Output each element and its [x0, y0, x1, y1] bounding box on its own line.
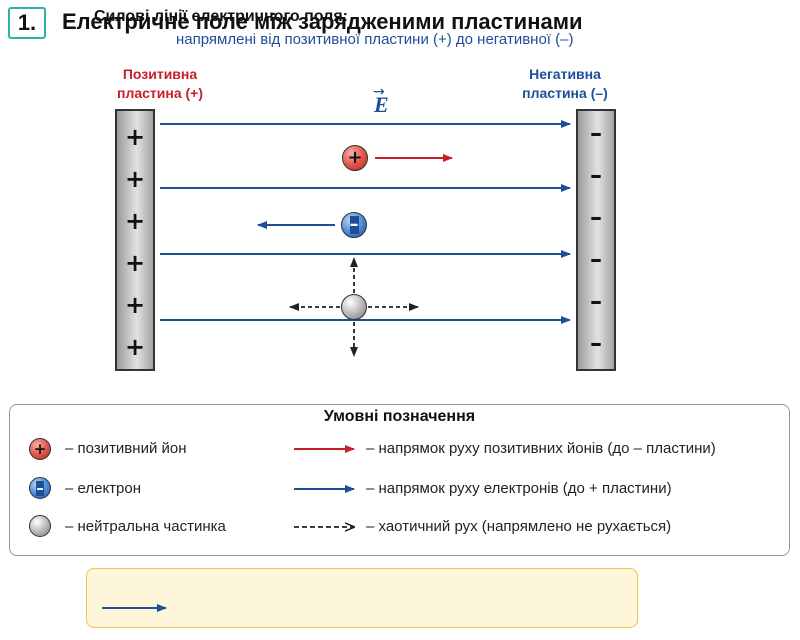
negative-plate: – – – – – –	[576, 109, 616, 371]
legend-panel: Умовні позначення + – позитивний йон – –…	[9, 404, 790, 556]
electron-sign: –	[349, 214, 359, 235]
positive-plate-label-line2: пластина (+)	[116, 85, 204, 101]
neutral-particle	[341, 294, 367, 320]
negative-plate-label: Негативна пластина (–)	[505, 65, 625, 103]
negative-plate-sign: –	[590, 203, 602, 231]
positive-plate-sign: +	[124, 333, 146, 361]
legend-neutral-label: – нейтральна частинка	[65, 518, 226, 535]
negative-plate-label-line1: Негативна	[529, 66, 601, 82]
legend-electron-label: – електрон	[65, 480, 142, 497]
negative-plate-label-line2: пластина (–)	[522, 85, 608, 101]
page-title: Електричне поле між зарядженими пластина…	[62, 9, 583, 34]
field-diagram	[160, 120, 571, 357]
info-arrow-icon	[102, 604, 167, 612]
section-number: 1.	[17, 10, 37, 35]
positive-plate-sign: +	[124, 291, 146, 319]
info-title: Силові лінії електричного поля:	[94, 8, 348, 25]
info-text: напрямлені від позитивної пластини (+) д…	[176, 31, 574, 48]
legend-electron-sign: –	[36, 478, 44, 497]
positive-plate-sign: +	[124, 123, 146, 151]
ion-sign: +	[347, 147, 363, 168]
negative-plate-sign: –	[590, 245, 602, 273]
positive-plate-sign: +	[124, 249, 146, 277]
negative-plate-sign: –	[590, 287, 602, 315]
positive-plate: + + + + + +	[115, 109, 155, 371]
field-symbol: E	[374, 92, 389, 117]
field-lines-info-box	[86, 568, 638, 628]
positive-ion-particle: +	[342, 145, 368, 171]
legend-ion-direction-label: – напрямок руху позитивних йонів (до – п…	[366, 440, 716, 457]
positive-plate-sign: +	[124, 165, 146, 193]
legend-electron-icon: –	[29, 477, 51, 499]
legend-ion-sign: +	[33, 439, 47, 458]
legend-ion-icon: +	[29, 438, 51, 460]
electron-particle: –	[341, 212, 367, 238]
legend-neutral-icon	[29, 515, 51, 537]
positive-plate-label: Позитивна пластина (+)	[100, 65, 220, 103]
section-number-badge: 1.	[8, 7, 46, 39]
field-vector-mark: →	[373, 84, 385, 100]
legend-ion-label: – позитивний йон	[65, 440, 187, 457]
negative-plate-sign: –	[590, 119, 602, 147]
legend-title: Умовні позначення	[323, 408, 476, 425]
legend-arrow-samples	[294, 445, 355, 545]
negative-plate-sign: –	[590, 329, 602, 357]
positive-plate-sign: +	[124, 207, 146, 235]
legend-electron-direction-label: – напрямок руху електронів (до + пластин…	[366, 480, 672, 497]
negative-plate-sign: –	[590, 161, 602, 189]
positive-plate-label-line1: Позитивна	[122, 66, 198, 82]
legend-chaotic-label: – хаотичний рух (напрямлено не рухається…	[366, 518, 672, 535]
